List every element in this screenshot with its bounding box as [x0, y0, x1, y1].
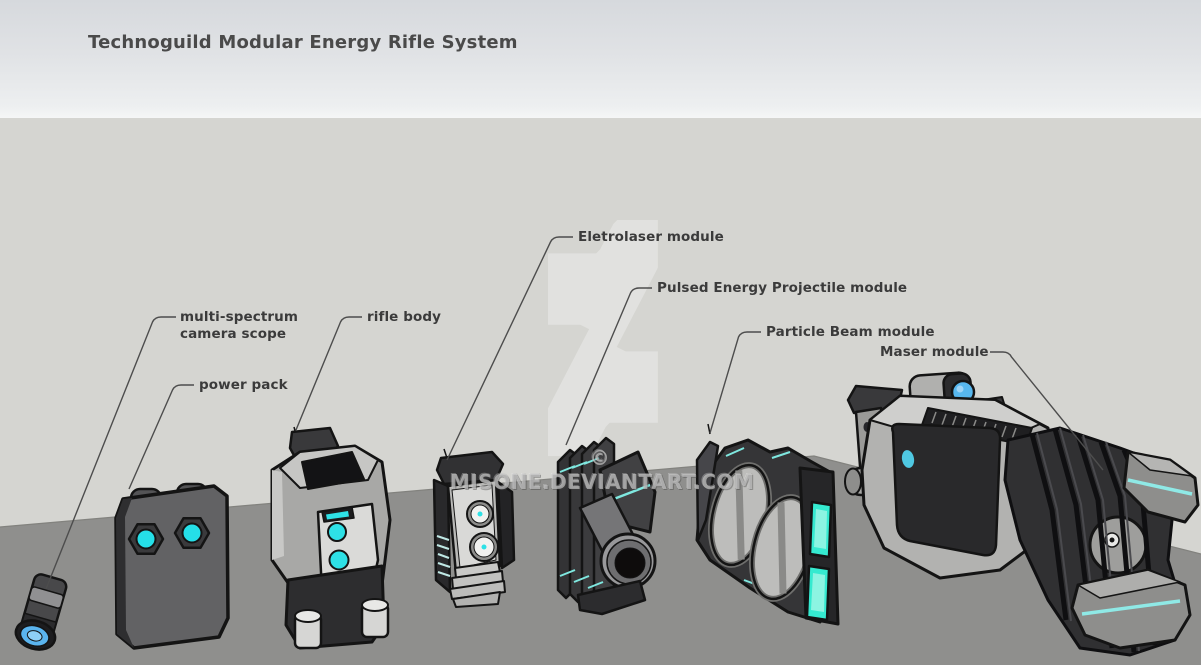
label-pep: Pulsed Energy Projectile module	[657, 280, 908, 296]
callout-leader-lines	[45, 236, 1104, 590]
label-maser: Maser module	[880, 344, 989, 360]
label-rifle-body: rifle body	[367, 309, 442, 325]
power-pack-item	[114, 482, 230, 650]
label-eletrolaser: Eletrolaser module	[578, 229, 724, 245]
leader-particle-beam	[709, 331, 761, 434]
label-power-pack: power pack	[199, 377, 288, 393]
leader-eletrolaser	[446, 236, 573, 461]
label-camera-scope: multi-spectrum camera scope	[180, 309, 299, 342]
pep-module-item	[556, 436, 657, 616]
leader-rifle-body	[295, 316, 362, 431]
page-title: Technoguild Modular Energy Rifle System	[88, 32, 518, 53]
camera-scope-item	[14, 573, 68, 651]
leader-power-pack	[128, 384, 194, 490]
particle-beam-module-item	[695, 423, 840, 626]
eletrolaser-module-item	[432, 448, 516, 608]
leader-maser	[990, 351, 1104, 471]
deviantart-logo-watermark	[548, 220, 658, 457]
header-band: Technoguild Modular Energy Rifle System	[0, 0, 1201, 118]
rifle-body-item	[270, 426, 392, 650]
leader-camera-scope	[45, 316, 176, 590]
maser-module-item	[844, 371, 1200, 657]
leader-pep	[565, 287, 652, 446]
label-particle-beam: Particle Beam module	[766, 324, 935, 340]
